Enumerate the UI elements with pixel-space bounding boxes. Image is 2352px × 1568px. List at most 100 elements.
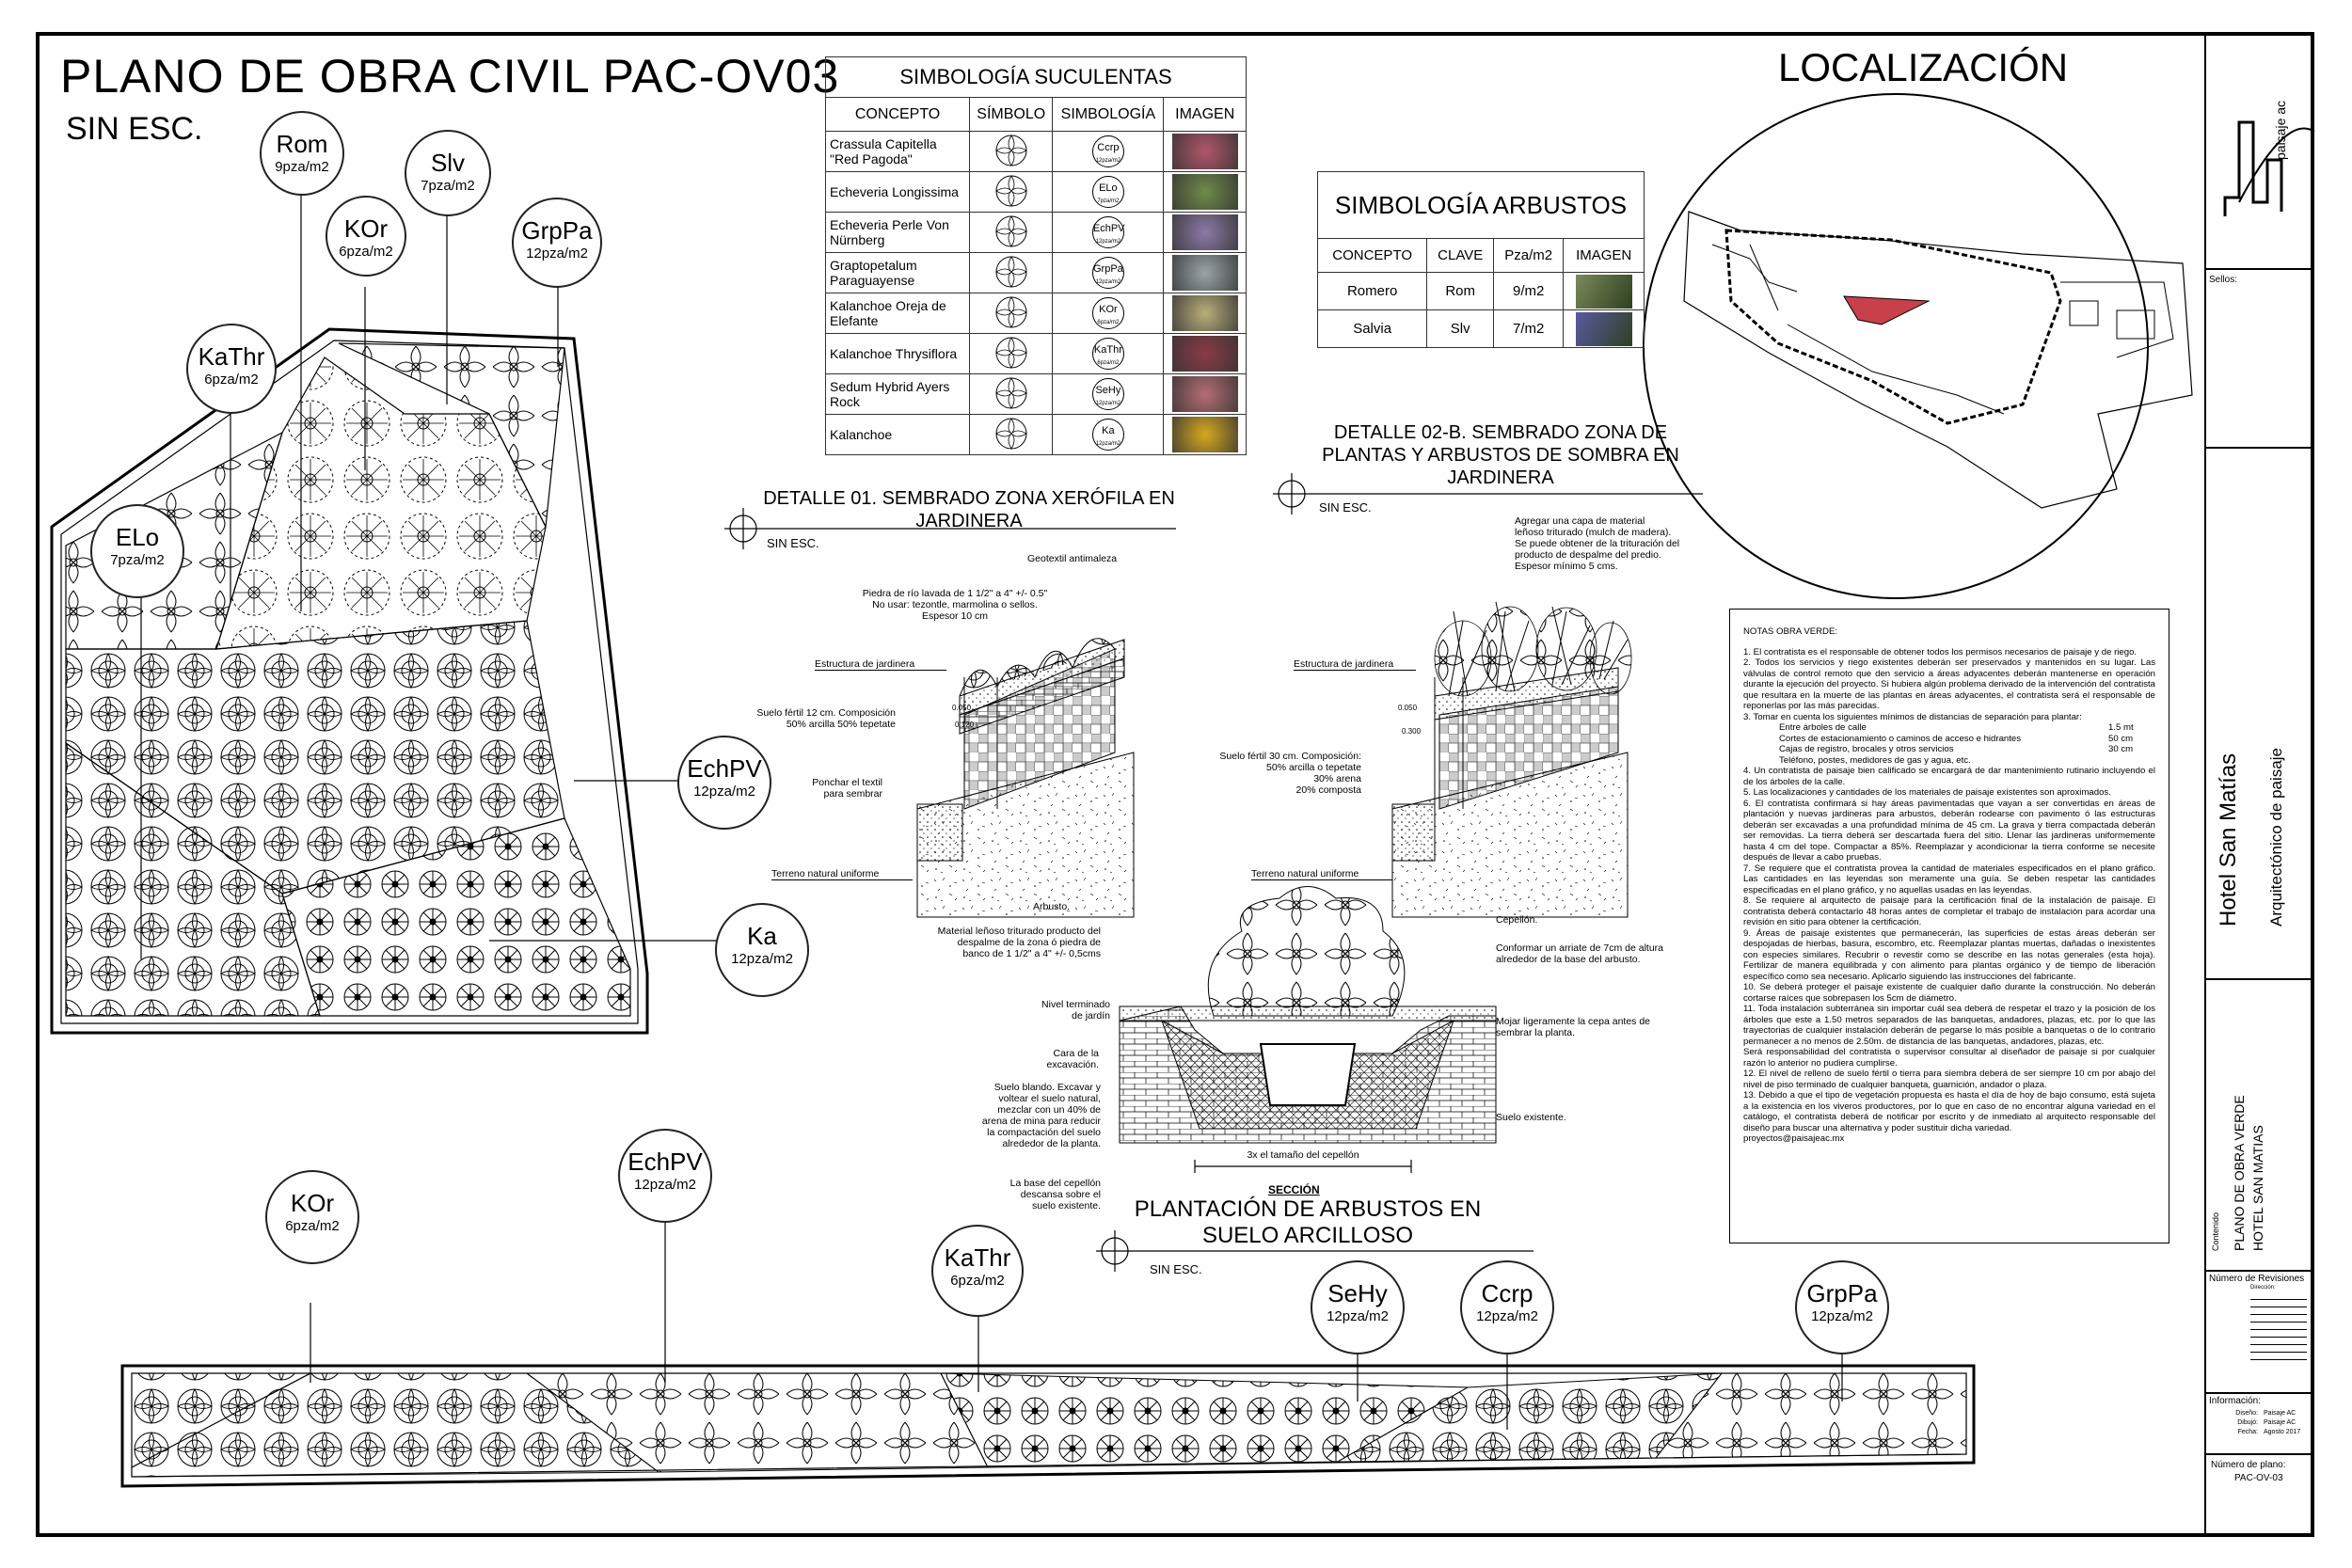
shrub-image	[1563, 272, 1645, 310]
note-distance: Cajas de registro, brocales y otros serv…	[1779, 744, 2134, 754]
notes-title: NOTAS OBRA VERDE:	[1743, 626, 1838, 637]
note-item: 3. Tomar en cuenta los siguientes mínimo…	[1743, 711, 2082, 722]
shrubs-table: SIMBOLOGÍA ARBUSTOS CONCEPTO CLAVE Pza/m…	[1316, 171, 1645, 348]
shrubs-table-title: SIMBOLOGÍA ARBUSTOS	[1317, 171, 1645, 239]
succ-header-concepto: CONCEPTO	[824, 97, 971, 132]
detail-02-title: DETALLE 02-B. SEMBRADO ZONA DE PLANTAS Y…	[1322, 422, 1679, 488]
info-row: Diseño:Paisaje AC	[2235, 1410, 2296, 1417]
shrub-code: Rom	[1426, 272, 1495, 310]
succulent-symbol	[969, 212, 1054, 253]
sheet-scale: SIN ESC.	[66, 111, 203, 147]
sec-material: Material leñoso triturado producto del d…	[937, 926, 1101, 959]
d02-mulch: Agregar una capa de material leñoso trit…	[1515, 515, 1680, 572]
note-item: 12. El nivel de relleno de suelo fértil …	[1743, 1069, 2155, 1090]
detail-02-drawing	[1391, 601, 1632, 918]
note-item: 8. Se requiere al arquitecto de paisaje …	[1743, 895, 2155, 927]
detail-01-drawing	[916, 638, 1135, 918]
revisiones-lines	[2250, 1292, 2307, 1360]
shrub-concept: Salvia	[1316, 309, 1428, 348]
sec-arbusto: Arbusto.	[1033, 901, 1071, 912]
succulent-image	[1163, 212, 1247, 253]
succulent-symbol	[969, 293, 1054, 334]
info-row: Dibujó:Paisaje AC	[2237, 1419, 2296, 1426]
succulent-image	[1163, 252, 1247, 293]
sec-mojar: Mojar ligeramente la cepa antes de sembr…	[1496, 1016, 1651, 1038]
section-markers	[724, 473, 1703, 1272]
shrub-header-clave: CLAVE	[1426, 238, 1495, 273]
sellos-label: Sellos:	[2209, 275, 2238, 285]
shrub-header-imagen: IMAGEN	[1563, 238, 1645, 273]
succ-header-imagen: IMAGEN	[1163, 97, 1247, 132]
d01-estructura: Estructura de jardinera	[815, 658, 915, 670]
succulent-name: Kalanchoe Oreja de Elefante	[824, 293, 971, 334]
section-drawing	[1119, 886, 1497, 1173]
contenido-2: HOTEL SAN MATIAS	[2250, 1125, 2265, 1251]
detail-02-scale: SIN ESC.	[1319, 500, 1372, 515]
note-item: 13. Debido a que el tipo de vegetación p…	[1743, 1090, 2155, 1133]
d02-terreno: Terreno natural uniforme	[1251, 868, 1359, 879]
shrub-header-pza: Pza/m2	[1493, 238, 1565, 273]
plano-value: PAC-OV-03	[2234, 1473, 2283, 1483]
note-item: 11. Toda instalación subterránea sin imp…	[1743, 1004, 2155, 1047]
d01-geotextil: Geotextil antimaleza	[1027, 553, 1118, 564]
shrub-header-concepto: CONCEPTO	[1316, 238, 1428, 273]
planter-plan-left	[50, 327, 649, 1035]
succulent-symbol	[969, 131, 1054, 172]
succulent-image	[1163, 414, 1247, 455]
note-item: 10. Se deberá proteger el paisaje existe…	[1743, 982, 2155, 1004]
succulent-name: Kalanchoe Thrysiflora	[824, 333, 971, 374]
d01-dim1: 0.050	[952, 704, 972, 712]
succulent-name: Graptopetalum Paraguayense	[824, 252, 971, 293]
firm-logo	[2223, 120, 2315, 216]
detail-01-title: DETALLE 01. SEMBRADO ZONA XERÓFILA EN JA…	[763, 488, 1175, 531]
sec-cepellon: Cepellón.	[1496, 914, 1538, 926]
shrub-density: 9/m2	[1493, 272, 1565, 310]
planter-plan-bottom	[120, 1364, 1976, 1488]
revisiones-sub: Dirección:	[2250, 1285, 2276, 1291]
d02-dim1: 0.050	[1398, 704, 1418, 712]
succulent-name: Kalanchoe	[824, 414, 971, 455]
sec-nivel: Nivel terminado de jardín	[1041, 999, 1110, 1022]
succulent-symbol	[969, 414, 1054, 455]
section-scale: SIN ESC.	[1150, 1262, 1202, 1276]
succ-header-simbolo: SÍMBOLO	[969, 97, 1054, 132]
note-item: Será responsabilidad del contratista o s…	[1743, 1047, 2155, 1069]
section-title: PLANTACIÓN DE ARBUSTOS EN SUELO ARCILLOS…	[1134, 1196, 1482, 1248]
note-item: proyectos@paisajeac.mx	[1743, 1133, 1845, 1144]
location-map	[1643, 93, 2193, 599]
shrub-code: Slv	[1426, 309, 1495, 348]
succ-header-simbologia: SIMBOLOGÍA	[1052, 97, 1165, 132]
d02-suelo: Suelo fértil 30 cm. Composición: 50% arc…	[1219, 751, 1361, 796]
succulent-image	[1163, 131, 1247, 172]
shrub-concept: Romero	[1316, 272, 1428, 310]
informacion-label: Información:	[2209, 1396, 2262, 1406]
logo-text: paisaje ac	[2273, 100, 2288, 160]
note-item: 7. Se requiere que el contratista provea…	[1743, 863, 2155, 895]
shrub-density: 7/m2	[1493, 309, 1565, 348]
sec-base: La base del cepellón descansa sobre el s…	[1009, 1178, 1101, 1212]
